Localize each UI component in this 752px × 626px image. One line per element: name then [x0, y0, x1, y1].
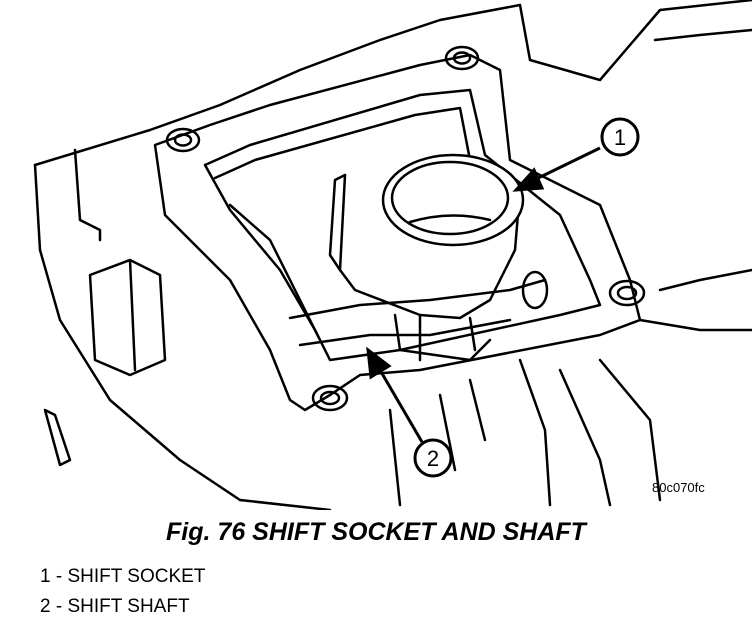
- cover-opening-inner: [203, 88, 602, 362]
- shift-shaft-top: [288, 278, 547, 320]
- housing-top-edge: [33, 3, 522, 167]
- left-side-slot: [43, 408, 72, 467]
- callout-1: 1: [600, 117, 640, 157]
- callout-1-leader: [529, 146, 601, 184]
- shift-socket-left-wall: [328, 173, 347, 272]
- housing-center-ribs: [388, 393, 457, 507]
- bolt-hole-top-right: [444, 45, 480, 71]
- shift-socket-top-outer: [381, 153, 525, 247]
- callout-1-number: 1: [614, 125, 626, 150]
- shift-socket-top-inner: [390, 160, 510, 236]
- legend-item-shift-shaft: 2 - SHIFT SHAFT: [40, 596, 190, 617]
- callout-1-arrowhead: [512, 167, 545, 192]
- figure-code: 80c070fc: [652, 480, 705, 495]
- cover-flange-outer: [153, 53, 642, 412]
- housing-right-ridge: [653, 28, 752, 42]
- housing-right-bottom: [638, 318, 752, 332]
- shift-socket-bore: [408, 214, 492, 224]
- housing-bottom-edge: [238, 498, 332, 510]
- callout-2-leader: [378, 369, 424, 443]
- housing-right-lower-ridge: [598, 358, 662, 502]
- housing-right-side: [658, 268, 752, 292]
- cover-opening-lip-2: [228, 203, 322, 342]
- callout-2-arrowhead: [366, 346, 392, 380]
- housing-left-ledge: [73, 148, 102, 242]
- figure-caption: Fig. 76 SHIFT SOCKET AND SHAFT: [166, 518, 586, 546]
- left-bracket: [88, 258, 167, 377]
- housing-right-edge: [518, 0, 752, 82]
- legend-item-shift-socket: 1 - SHIFT SOCKET: [40, 566, 206, 587]
- shift-socket-lower-bore: [393, 313, 492, 362]
- shift-shaft-end: [521, 270, 549, 310]
- transmission-housing-illustration: 1 2: [33, 0, 752, 510]
- bolt-hole-bottom-right: [608, 279, 646, 307]
- shift-shaft-bottom: [298, 318, 512, 347]
- bolt-hole-bottom-left: [311, 384, 349, 412]
- housing-right-lower-rib: [558, 368, 612, 507]
- bolt-hole-top-left: [165, 127, 201, 153]
- shift-socket-body: [338, 173, 522, 320]
- cover-opening-lip: [213, 106, 472, 180]
- housing-rib-1: [518, 358, 552, 507]
- housing-rib-2: [468, 378, 487, 442]
- housing-left-body: [33, 163, 242, 502]
- callout-2: 2: [413, 438, 453, 478]
- left-bracket-face: [128, 258, 137, 372]
- callout-2-number: 2: [427, 446, 439, 471]
- shift-socket-stem: [418, 313, 477, 362]
